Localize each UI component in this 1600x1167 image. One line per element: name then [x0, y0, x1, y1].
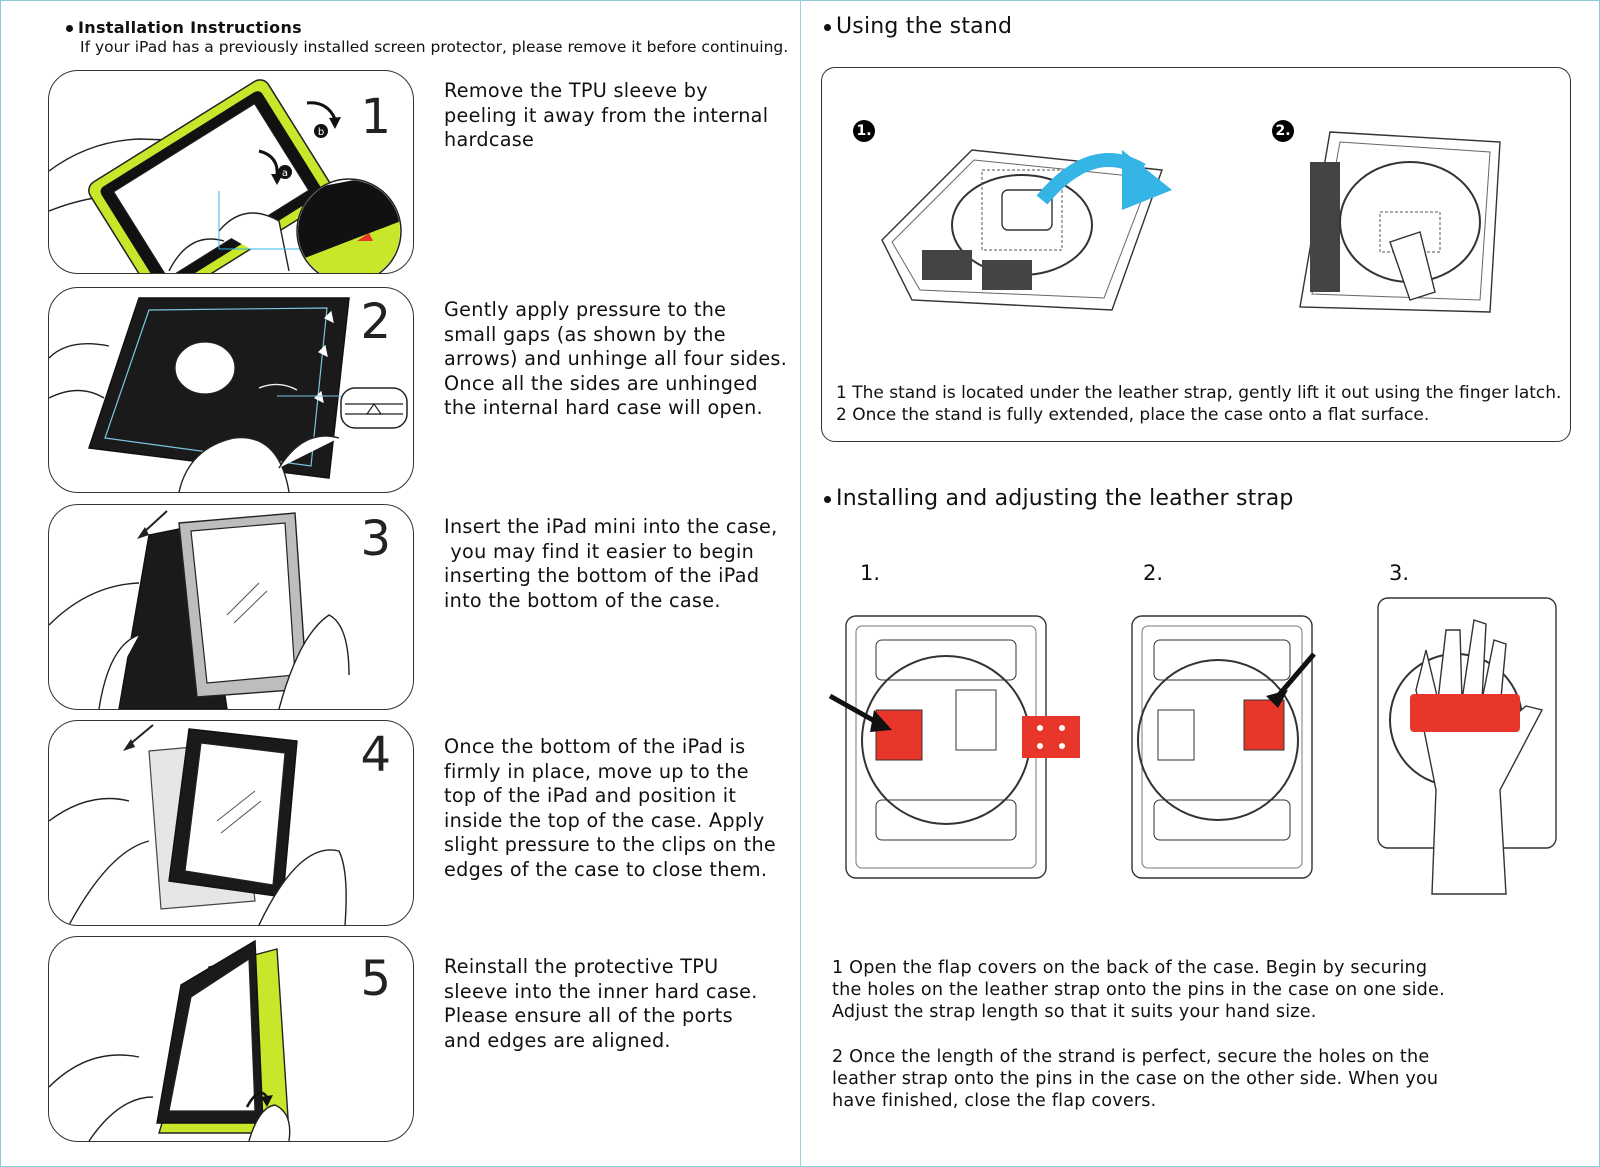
strap-figure-3-label: 3.	[1389, 561, 1410, 585]
strap-figure-1-label: 1.	[860, 561, 881, 585]
stand-section-title: Using the stand	[824, 14, 1012, 39]
strap-figure-1	[828, 615, 1080, 879]
step-1-text: Remove the TPU sleeve by peeling it away…	[444, 79, 769, 152]
stand-figure-1	[881, 149, 1172, 311]
step-5-number: 5	[360, 951, 391, 1007]
strap-notes: 1 Open the flap covers on the back of th…	[832, 958, 1445, 1112]
step-2-number: 2	[360, 294, 391, 350]
strap-figure-2	[1131, 615, 1316, 879]
strap-figure-3	[1377, 597, 1557, 895]
step-2-illustration: 2	[48, 287, 414, 493]
step-5-illustration: 5	[48, 936, 414, 1142]
bullet-icon	[824, 23, 831, 31]
step-1-illustration: a b 1	[48, 70, 414, 274]
callout-a: a	[282, 168, 288, 179]
step-3-text: Insert the iPad mini into the case, you …	[444, 515, 778, 612]
step-4-number: 4	[360, 727, 391, 783]
stand-figure-2-label: 2.	[1272, 120, 1294, 142]
step-3-illustration: 3	[48, 504, 414, 710]
installation-subtitle: If your iPad has a previously installed …	[80, 38, 789, 56]
stand-figure-1-label: 1.	[853, 120, 875, 142]
strap-figure-2-label: 2.	[1143, 561, 1164, 585]
stand-panel	[821, 67, 1571, 442]
stand-notes: 1 The stand is located under the leather…	[836, 383, 1562, 425]
stand-figure-2	[1299, 131, 1501, 313]
page-fold-line	[800, 0, 801, 1167]
bullet-icon	[824, 495, 831, 503]
step-3-number: 3	[360, 511, 391, 567]
step-4-illustration: 4	[48, 720, 414, 926]
step-4-text: Once the bottom of the iPad is firmly in…	[444, 735, 777, 881]
step-2-text: Gently apply pressure to the small gaps …	[444, 298, 788, 420]
step-5-text: Reinstall the protective TPU sleeve into…	[444, 955, 758, 1052]
step-1-number: 1	[360, 89, 391, 145]
installation-title: Installation Instructions	[66, 18, 302, 37]
strap-section-title: Installing and adjusting the leather str…	[824, 486, 1294, 511]
bullet-icon	[66, 25, 73, 32]
callout-b: b	[318, 127, 324, 138]
